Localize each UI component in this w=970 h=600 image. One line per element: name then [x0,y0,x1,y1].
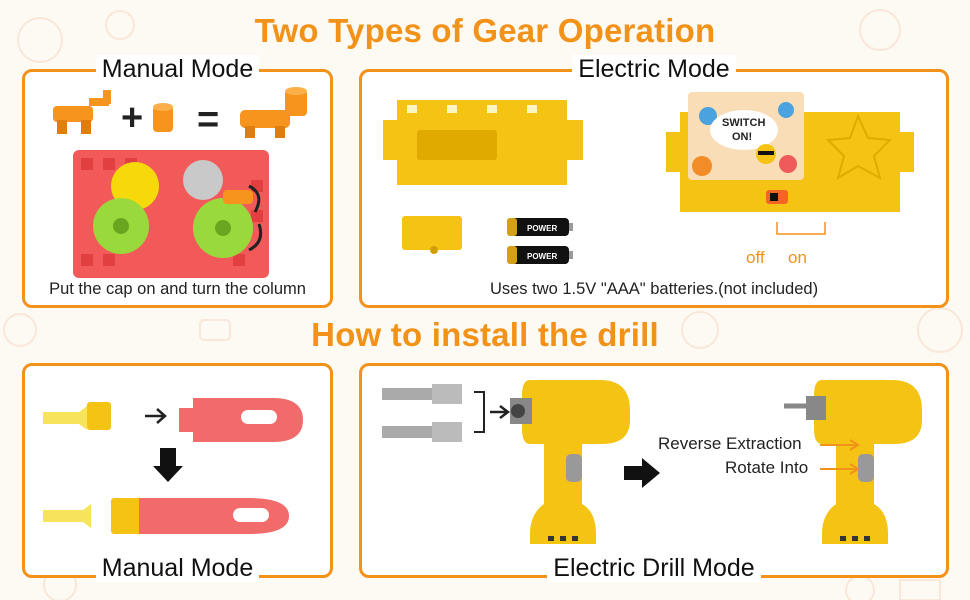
cap-part-icon [153,103,173,132]
on-label: on [788,248,807,267]
handle-illustration [179,398,303,442]
electric-mode-title: Electric Mode [572,55,736,83]
assembled-drill-illustration [784,380,922,544]
switch-indicator-lines [776,222,826,235]
right-arrow-icon [624,458,660,488]
gear-board-illustration [73,150,269,278]
screwdriver-bit-illustration [43,402,111,430]
battery-label: POWER [527,224,557,233]
switch-text-line1: SWITCH [722,117,765,129]
manual-equation-illustration: + = [53,87,307,141]
electric-drill-panel: Electric Drill Mode Reverse Extraction R… [359,363,949,582]
crank-part-icon [53,90,111,134]
switch-cover-illustration [402,216,462,254]
battery-case-illustration [383,100,583,185]
battery-icon: POWER [507,218,573,236]
electric-mode-panel: Electric Mode POWER POWER SWITCH ON! [359,55,949,308]
orange-arrow-icon [820,463,860,475]
assembled-screwdriver-illustration [43,498,289,534]
drill-illustration [510,380,630,544]
off-label: off [746,248,765,267]
drill-bits-illustration [382,384,511,442]
gear-operation-heading: Two Types of Gear Operation [254,12,716,49]
reverse-extraction-label: Reverse Extraction [658,434,802,453]
svg-text:+: + [121,97,143,139]
electric-mode-caption: Uses two 1.5V "AAA" batteries.(not inclu… [489,280,819,298]
electric-drill-title: Electric Drill Mode [547,554,761,582]
manual-mode-panel: Manual Mode + = [22,55,333,308]
manual-mode-title: Manual Mode [95,55,260,83]
right-arrow-icon [145,408,167,424]
battery-label: POWER [527,252,557,261]
switch-text-line2: ON! [732,131,752,143]
manual-drill-panel: Manual Mode [22,363,333,582]
switch-board-illustration: SWITCH ON! [666,92,914,212]
orange-arrow-icon [820,439,860,451]
manual-mode-caption: Put the cap on and turn the column [49,280,306,298]
battery-icon: POWER [507,246,573,264]
rotate-into-label: Rotate Into [725,458,809,477]
down-arrow-icon [153,448,183,482]
install-drill-heading: How to install the drill [311,316,659,353]
manual-drill-title: Manual Mode [95,554,260,582]
svg-text:=: = [197,99,219,141]
assembled-crank-icon [240,87,307,138]
